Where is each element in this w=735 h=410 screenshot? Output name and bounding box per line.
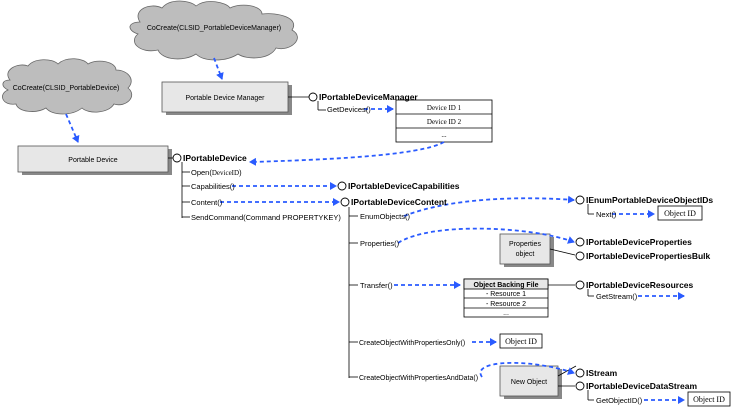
object-id-label-2: Object ID xyxy=(505,337,537,346)
interface-properties: IPortableDeviceProperties xyxy=(586,237,692,247)
new-object-label: New Object xyxy=(511,379,547,386)
interface-content: IPortableDeviceContent xyxy=(351,197,447,207)
cloud-device-create: CoCreate(CLSID_PortableDevice) xyxy=(2,58,133,115)
method-get-stream: GetStream() xyxy=(596,292,638,301)
portable-device-manager-label: Portable Device Manager xyxy=(186,95,266,102)
cloud-manager-create-label: CoCreate(CLSID_PortableDeviceManager) xyxy=(147,25,281,32)
method-next: Next() xyxy=(596,210,617,219)
method-send-command: SendCommand(Command PROPERTYKEY) xyxy=(191,213,341,222)
method-transfer: Transfer() xyxy=(360,281,393,290)
new-object-box: New Object xyxy=(499,365,562,399)
interface-data-stream: IPortableDeviceDataStream xyxy=(586,381,697,391)
device-id-2: Device ID 2 xyxy=(427,118,462,126)
backing-file-ellipsis: ... xyxy=(503,310,509,317)
method-create-props-only: CreateObjectWithPropertiesOnly() xyxy=(359,340,465,347)
properties-object-label-2: object xyxy=(516,251,535,258)
device-id-1: Device ID 1 xyxy=(427,104,462,112)
method-enum-objects: EnumObjects() xyxy=(360,212,411,221)
method-content: Content() xyxy=(191,198,223,207)
method-get-devices: GetDevices() xyxy=(327,105,371,114)
properties-object-label-1: Properties xyxy=(509,241,541,248)
interface-manager: IPortableDeviceManager xyxy=(319,92,418,102)
object-id-box-3: Object ID xyxy=(687,391,731,407)
method-capabilities: Capabilities() xyxy=(191,182,235,191)
portable-device-manager-box: Portable Device Manager xyxy=(161,81,292,115)
interface-circles xyxy=(172,92,585,391)
object-id-box-2: Object ID xyxy=(499,333,543,349)
cloud-device-create-label: CoCreate(CLSID_PortableDevice) xyxy=(13,85,120,92)
method-get-object-id: GetObjectID() xyxy=(596,396,643,405)
blue-call-arrows xyxy=(65,57,685,404)
interface-capabilities: IPortableDeviceCapabilities xyxy=(348,181,460,191)
method-create-props-data: CreateObjectWithPropertiesAndData() xyxy=(359,375,478,382)
backing-file-header: Object Backing File xyxy=(474,282,539,289)
portable-device-label: Portable Device xyxy=(68,157,118,164)
object-id-label-3: Object ID xyxy=(693,395,725,404)
backing-file-resource-1: - Resource 1 xyxy=(486,291,526,298)
interface-device: IPortableDevice xyxy=(183,153,247,163)
object-id-box-1: Object ID xyxy=(657,205,703,221)
interface-enum: IEnumPortableDeviceObjectIDs xyxy=(586,195,713,205)
interface-properties-bulk: IPortableDevicePropertiesBulk xyxy=(586,251,711,261)
device-id-ellipsis: ... xyxy=(441,131,447,139)
method-properties: Properties() xyxy=(360,239,400,248)
cloud-manager-create: CoCreate(CLSID_PortableDeviceManager) xyxy=(129,0,298,61)
interface-labels: IPortableDeviceManager IPortableDevice I… xyxy=(183,92,713,391)
object-backing-file: Object Backing File - Resource 1 - Resou… xyxy=(463,278,549,318)
black-connectors xyxy=(168,96,594,401)
method-open: Open(DeviceID) xyxy=(191,168,242,177)
portable-device-box: Portable Device xyxy=(17,145,172,175)
method-labels: GetDevices() Open(DeviceID) Capabilities… xyxy=(191,105,643,405)
object-id-label-1: Object ID xyxy=(664,209,696,218)
device-id-list: Device ID 1 Device ID 2 ... xyxy=(395,99,493,143)
interface-stream: IStream xyxy=(586,368,618,378)
interface-resources: IPortableDeviceResources xyxy=(586,280,694,290)
backing-file-resource-2: - Resource 2 xyxy=(486,301,526,308)
properties-object-box: Properties object xyxy=(499,233,554,267)
